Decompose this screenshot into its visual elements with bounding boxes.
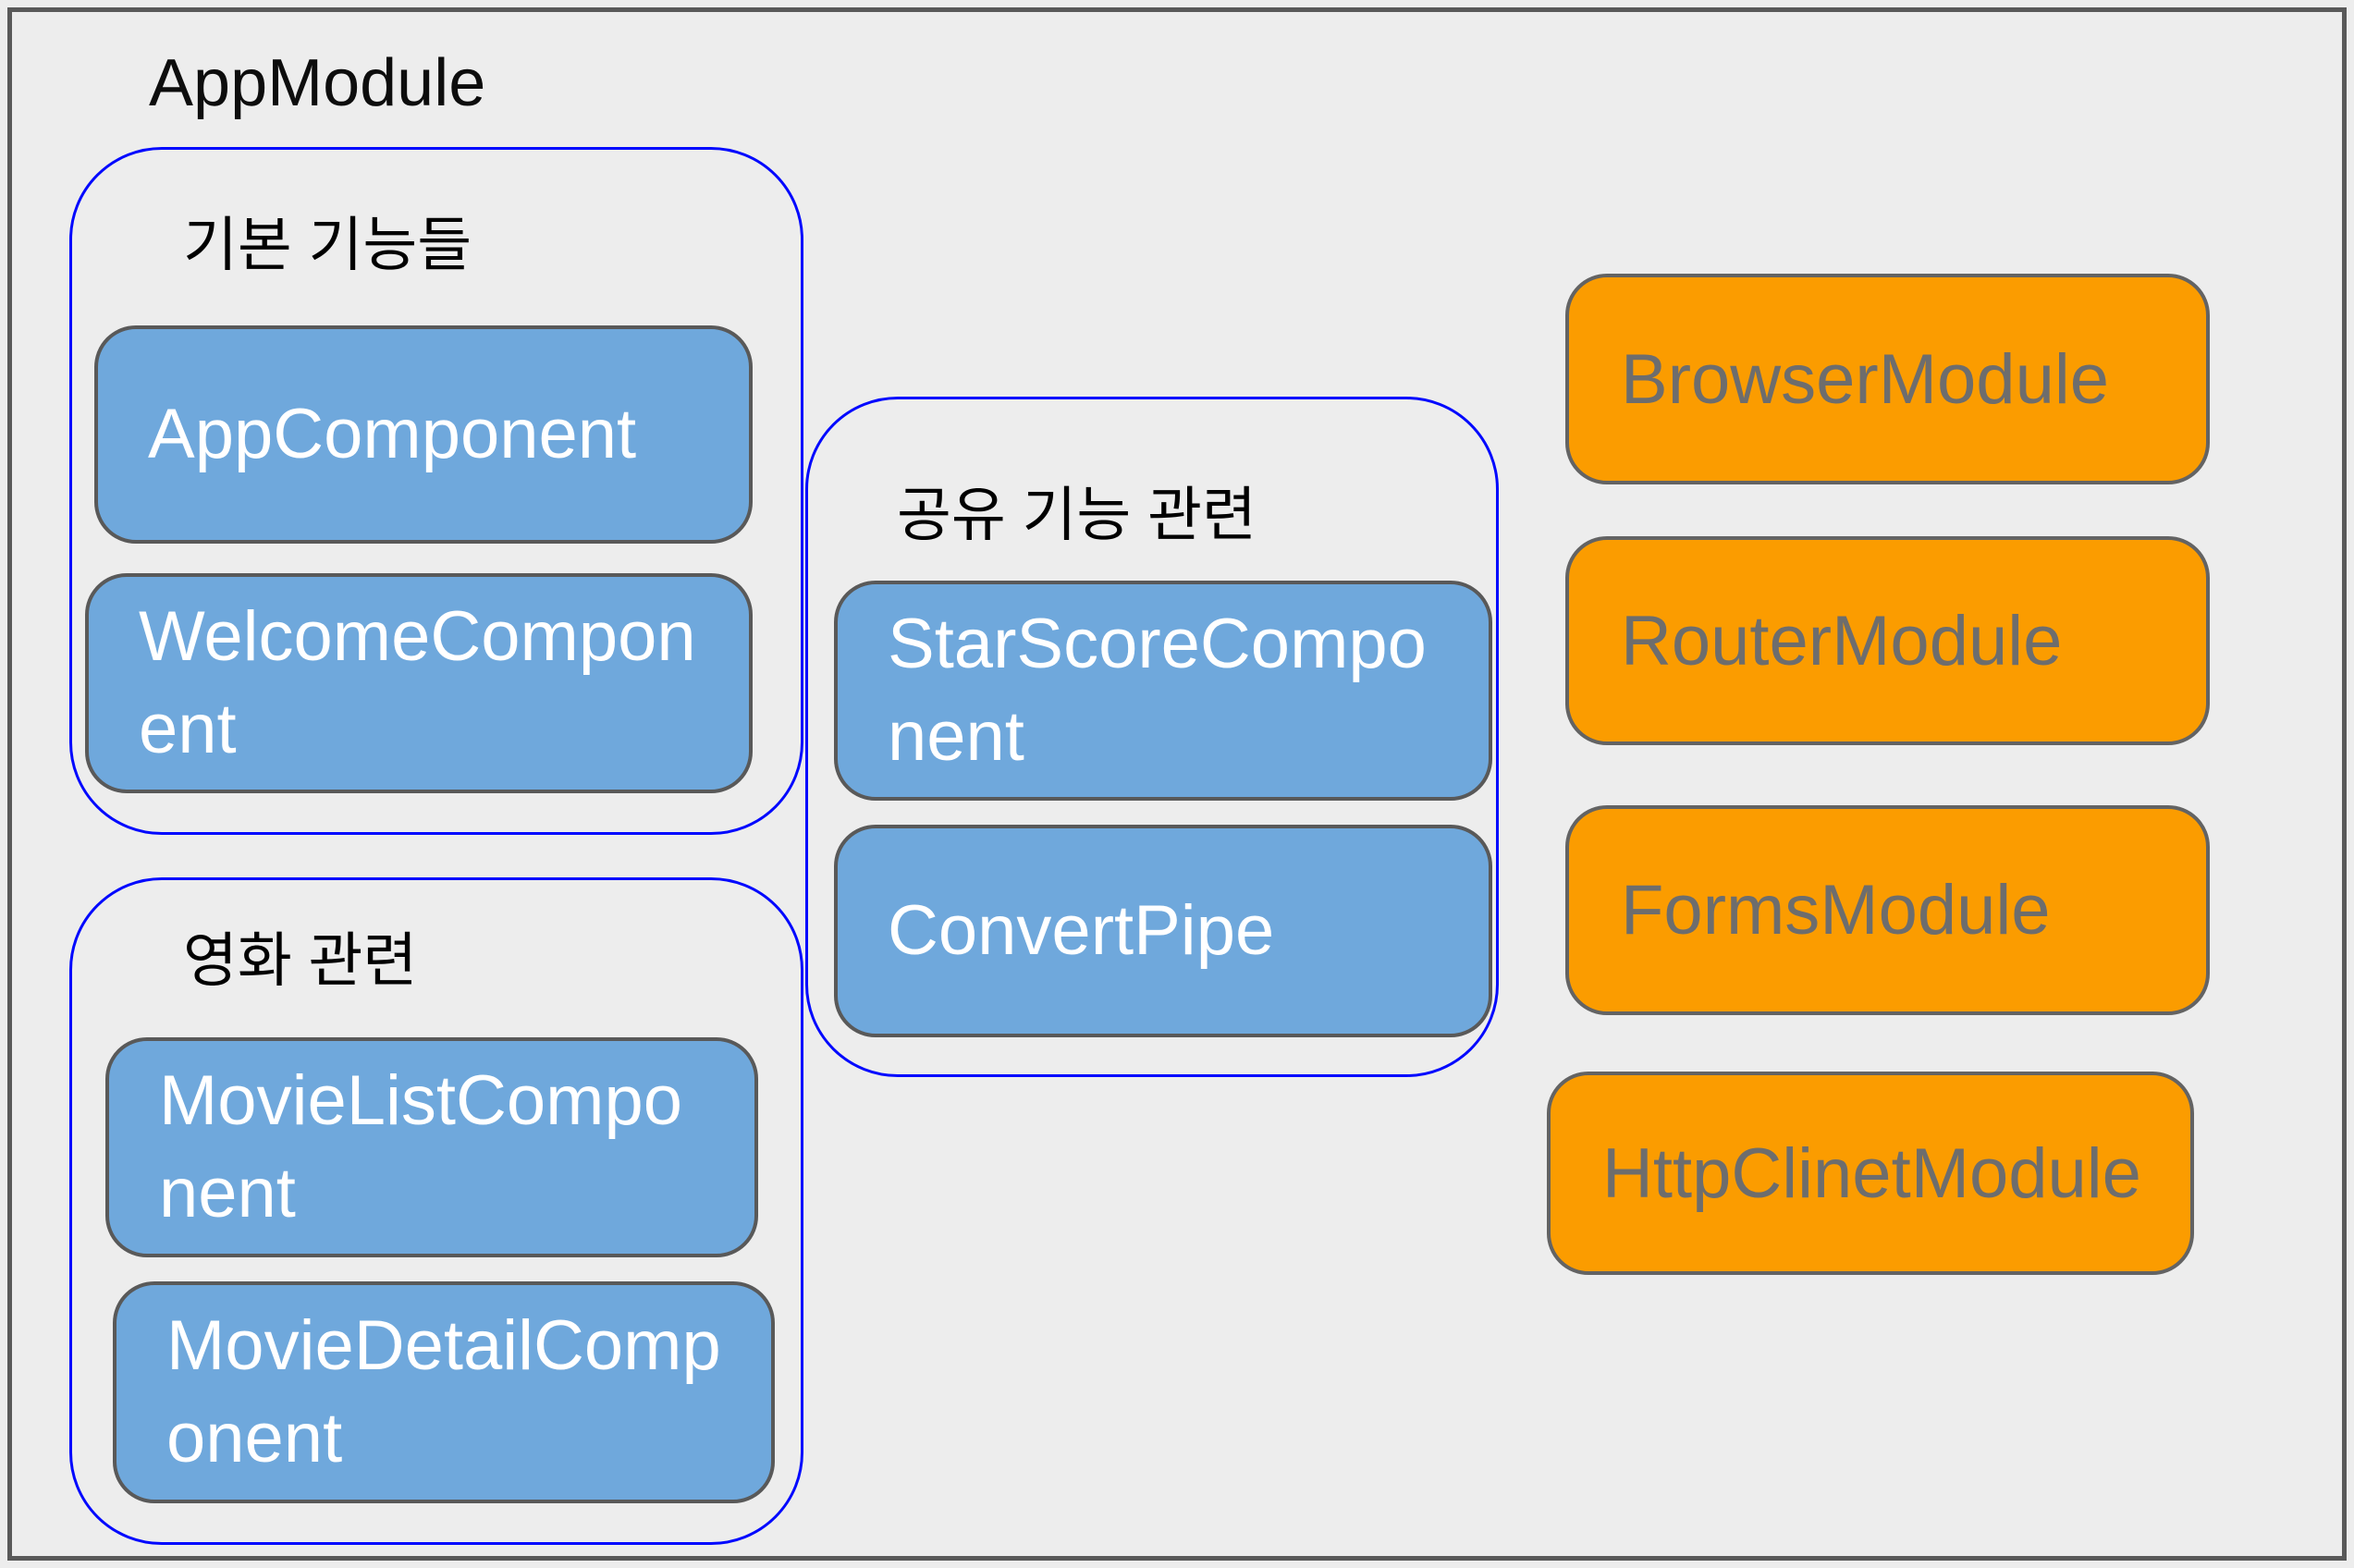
- node-app-component-label: AppComponent: [148, 394, 637, 473]
- node-convert-pipe-label: ConvertPipe: [888, 890, 1275, 970]
- group-basic-features-label: 기본 기능들: [183, 212, 472, 278]
- node-http-clinet-module-label: HttpClinetModule: [1602, 1133, 2141, 1213]
- app-module-frame: AppModule 기본 기능들 AppComponent WelcomeCom…: [7, 7, 2347, 1561]
- group-movie-related: 영화 관련 MovieListComponent MovieDetailComp…: [69, 877, 803, 1545]
- node-convert-pipe: ConvertPipe: [834, 825, 1492, 1037]
- node-star-score-component: StarScoreComponent: [834, 581, 1492, 801]
- group-shared-features: 공유 기능 관련 StarScoreComponent ConvertPipe: [805, 397, 1499, 1077]
- node-movie-detail-component-label: MovieDetailComponent: [166, 1305, 721, 1477]
- node-browser-module-label: BrowserModule: [1621, 339, 2109, 419]
- node-forms-module-label: FormsModule: [1621, 871, 2051, 949]
- node-app-component: AppComponent: [94, 325, 753, 544]
- node-star-score-component-label: StarScoreComponent: [888, 604, 1427, 776]
- node-browser-module: BrowserModule: [1565, 274, 2210, 484]
- node-welcome-component: WelcomeComponent: [85, 573, 753, 793]
- node-movie-detail-component: MovieDetailComponent: [113, 1281, 775, 1503]
- node-welcome-component-label: WelcomeComponent: [139, 596, 696, 768]
- node-router-module-label: RouterModule: [1621, 601, 2063, 680]
- node-http-clinet-module: HttpClinetModule: [1547, 1072, 2194, 1275]
- group-movie-related-label: 영화 관련: [183, 927, 418, 994]
- node-movie-list-component-label: MovieListComponent: [159, 1060, 682, 1232]
- node-forms-module: FormsModule: [1565, 805, 2210, 1015]
- node-movie-list-component: MovieListComponent: [105, 1037, 758, 1257]
- app-module-title: AppModule: [149, 46, 486, 120]
- node-router-module: RouterModule: [1565, 536, 2210, 745]
- group-shared-features-label: 공유 기능 관련: [897, 482, 1257, 548]
- group-basic-features: 기본 기능들 AppComponent WelcomeComponent: [69, 147, 803, 835]
